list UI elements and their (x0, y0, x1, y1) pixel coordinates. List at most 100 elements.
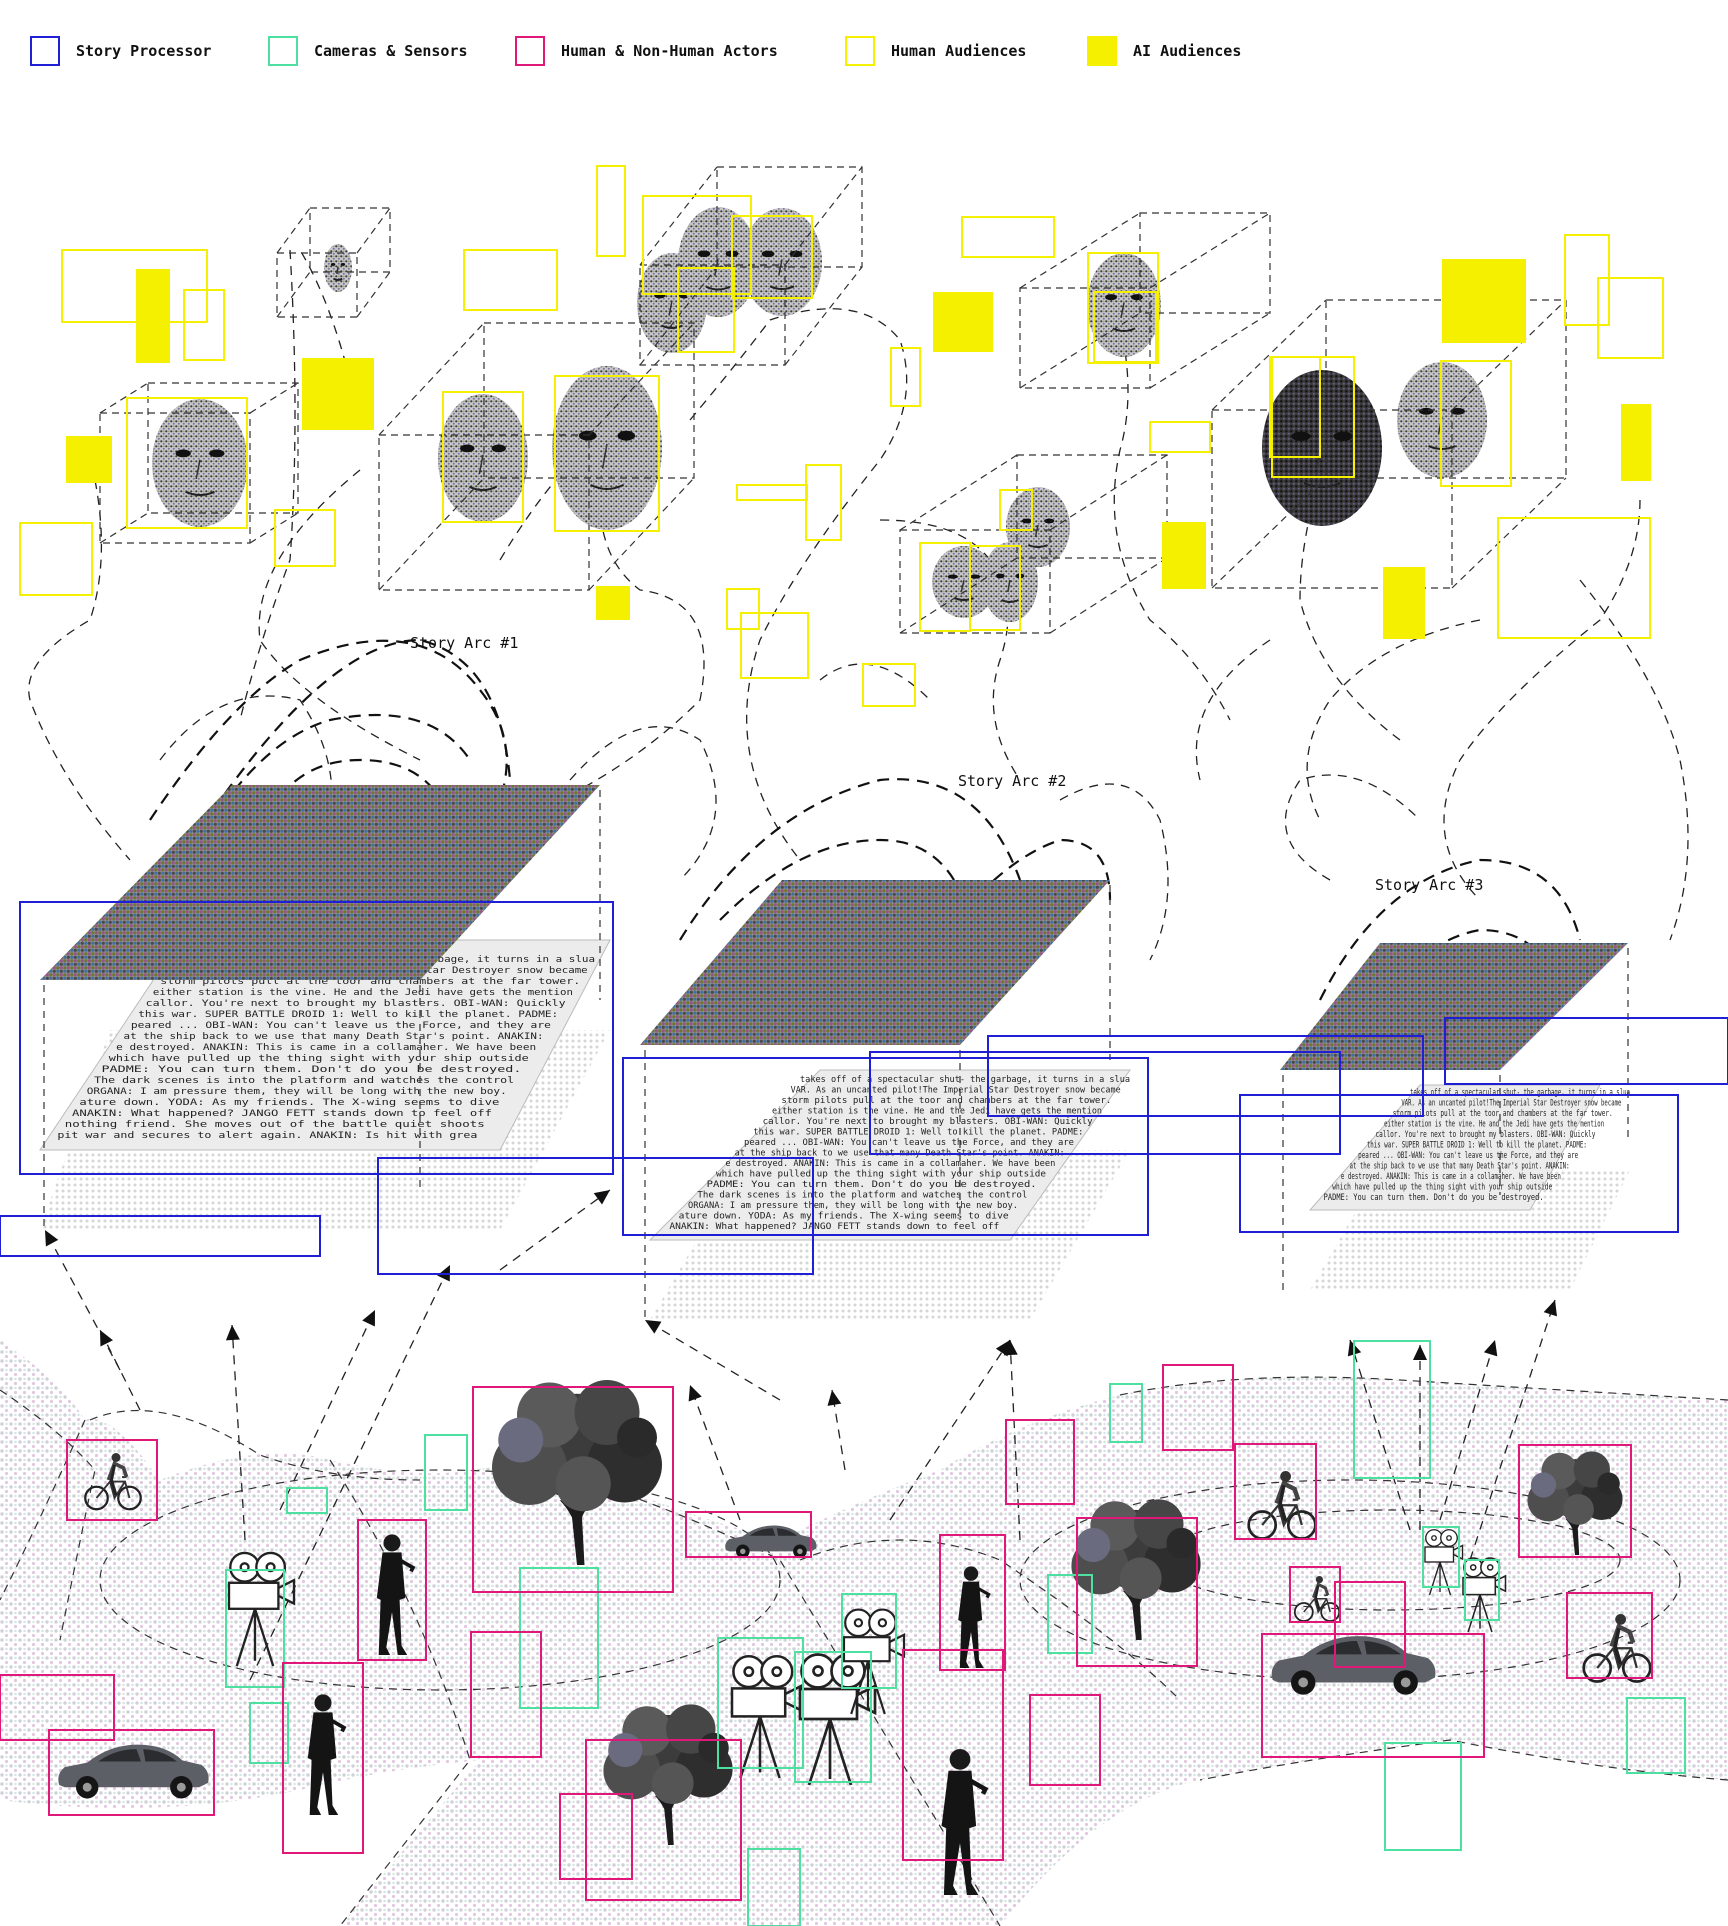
human-audience-box (1440, 360, 1512, 487)
human-audience-box (1269, 356, 1321, 458)
arrow-up-icon (827, 1390, 842, 1406)
screenplay-line: which have pulled up the thing sight wit… (109, 1054, 529, 1064)
face-icon (552, 366, 662, 530)
human-audience-box (731, 215, 813, 299)
story-processor-box (987, 1035, 1424, 1117)
arrow-up-icon (1543, 1300, 1557, 1317)
arrow-up-icon (1003, 1340, 1018, 1356)
human-audience-box (19, 522, 93, 596)
screenplay-line: either station is the vine. He and the J… (1384, 1120, 1604, 1130)
screenplay-line: at the ship back to we use that many Dea… (1350, 1162, 1570, 1172)
screenplay-line: callor. You're next to brought my blaste… (763, 1117, 1093, 1127)
actor-box (1234, 1443, 1317, 1540)
actor-box (559, 1793, 633, 1880)
actor-box (472, 1386, 674, 1593)
screenplay-line: e destroyed. ANAKIN: This is came in a c… (725, 1159, 1055, 1169)
story-arc-label-3: Story Arc #3 (1375, 876, 1483, 894)
screenplay-line: ANAKIN: What happened? JANGO FETT stands… (72, 1109, 492, 1119)
legend-label: Story Processor (76, 42, 212, 60)
face-tracking-volume (276, 207, 391, 318)
human-audience-box (1564, 234, 1610, 326)
screenplay-line: VAR. As an uncanted pilot!The Imperial S… (1401, 1099, 1621, 1109)
screenplay-line: callor. You're next to brought my blaste… (1375, 1130, 1595, 1140)
screenplay-line: either station is the vine. He and the J… (772, 1107, 1102, 1117)
actor-box (1566, 1592, 1653, 1679)
arrow-up-icon (45, 1230, 59, 1247)
arrow-up-icon (645, 1320, 662, 1334)
sensor-box (717, 1637, 804, 1769)
arrow-up-icon (1483, 1340, 1498, 1357)
actor-box (1289, 1566, 1341, 1623)
actor-box (1029, 1694, 1101, 1786)
face-icon (438, 394, 528, 522)
actor-box (282, 1662, 364, 1854)
screenplay-line: PADME: You can turn them. Don't do you b… (1324, 1193, 1544, 1203)
story-arc-label-2: Story Arc #2 (958, 772, 1066, 790)
screenplay-line: peared ... OBI-WAN: You can't leave us t… (1358, 1151, 1578, 1161)
human-audience-box (961, 216, 1055, 258)
face-tracking-volume (1019, 212, 1271, 389)
actor-box (685, 1511, 812, 1558)
screenplay-line: this war. SUPER BATTLE DROID 1: Well to … (138, 1010, 558, 1020)
screenplay-line: takes off of a spectacular shut- the gar… (800, 1075, 1130, 1085)
legend: Story Processor Cameras & Sensors Human … (0, 0, 1728, 100)
human-audience-box (890, 347, 921, 407)
actor-box (1162, 1364, 1234, 1451)
story-processor-box (622, 1057, 1149, 1236)
actor-box (0, 1674, 115, 1741)
human-audience-box (554, 375, 660, 532)
screenplay-line: ature down. YODA: As my friends. The X-w… (79, 1098, 499, 1108)
face-icon (742, 208, 822, 316)
sensor-box (225, 1569, 285, 1688)
sensor-box (249, 1702, 289, 1764)
screenplay-line: e destroyed. ANAKIN: This is came in a c… (116, 1043, 536, 1053)
human-audience-box (1093, 291, 1157, 363)
arrow-up-icon (593, 1190, 610, 1205)
actor-box (1518, 1444, 1632, 1558)
actor-box (470, 1631, 542, 1758)
face-icon (324, 244, 352, 292)
arrow-up-icon (688, 1385, 702, 1402)
actor-box (1005, 1419, 1075, 1505)
human-audience-box (1597, 277, 1664, 359)
human-audience-box (919, 542, 971, 632)
story-processor-plane-2 (640, 880, 1110, 1045)
sensor-box (1384, 1742, 1462, 1851)
ai-audience-box (136, 269, 170, 363)
ai-audience-box (1383, 567, 1425, 639)
screenplay-line: storm pilots pull at the toor and chambe… (160, 977, 580, 987)
sensor-box (1109, 1383, 1143, 1443)
ai-audience-box (302, 358, 374, 430)
screenplay-line: pit war and secures to alert again. ANAK… (57, 1131, 477, 1141)
human-audiences-swatch (845, 36, 875, 66)
story-processor-plane-3 (1280, 943, 1628, 1070)
story-processor-box (377, 1157, 814, 1275)
screenplay-text-arc-3: takes off of a spectacular shut- the gar… (1324, 1088, 1630, 1203)
screenplay-line: at the ship back to we use that many Dea… (124, 1032, 544, 1042)
human-audience-box (862, 663, 916, 707)
screenplay-line: peared ... OBI-WAN: You can't leave us t… (744, 1138, 1074, 1148)
story-processor-box (1444, 1017, 1728, 1085)
human-audience-box (1149, 421, 1211, 453)
human-audience-box (596, 165, 626, 257)
face-tracking-volume (899, 454, 1168, 634)
screenplay-line: nothing friend. She moves out of the bat… (65, 1120, 485, 1130)
screenplay-line: PADME: You can turn them. Don't do you b… (101, 1065, 521, 1075)
face-icon (932, 546, 996, 618)
face-icon (678, 207, 758, 317)
story-processor-plane-1 (40, 785, 600, 980)
ai-audience-box (1442, 259, 1526, 343)
actor-box (939, 1534, 1006, 1671)
sensor-box (1047, 1574, 1093, 1654)
human-audience-box (61, 249, 208, 323)
story-processor-box (869, 1051, 1341, 1155)
human-audience-box (726, 588, 760, 630)
legend-label: Cameras & Sensors (314, 42, 468, 60)
actors-swatch (515, 36, 545, 66)
ai-audiences-swatch (1087, 36, 1117, 66)
sensor-box (1464, 1559, 1500, 1621)
ai-audience-box (1621, 404, 1651, 481)
screenplay-line: ORGANA: I am pressure them, they will be… (87, 1087, 507, 1097)
legend-item-human-audiences: Human Audiences (845, 34, 1026, 68)
